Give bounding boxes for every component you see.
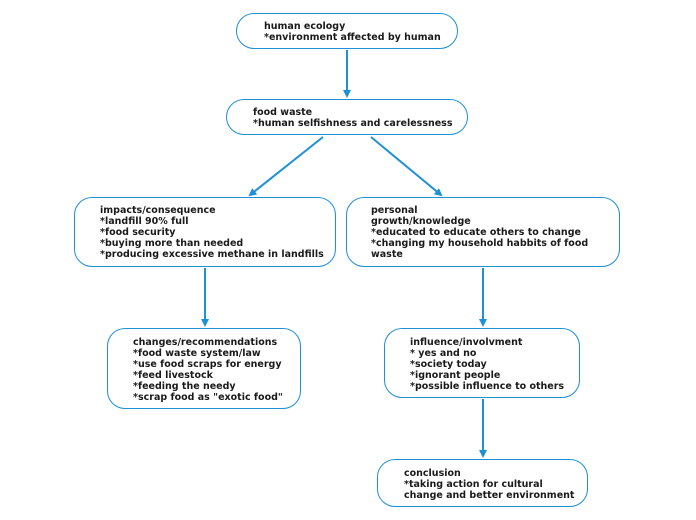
connector-food-waste-to-personal (370, 136, 443, 197)
node-text: personal growth/knowledge *educated to e… (371, 205, 605, 260)
node-text: human ecology *environment affected by h… (264, 21, 441, 43)
node-title: human ecology (264, 21, 346, 32)
node-bullet: *feed livestock (133, 370, 213, 381)
node-text: conclusion *taking action for cultural c… (404, 468, 574, 501)
node-bullet: *buying more than needed (100, 238, 244, 249)
node-text: food waste *human selfishness and carele… (253, 107, 453, 129)
node-bullet: *landfill 90% full (100, 216, 189, 227)
node-title: personal (371, 205, 418, 216)
node-bullet: *society today (410, 359, 487, 370)
node-text: changes/recommendations *food waste syst… (133, 337, 283, 403)
node-bullet: *food waste system/law (133, 348, 261, 359)
node-bullet: *human selfishness and carelessness (253, 118, 453, 129)
node-bullet: *changing my household habbits of food w… (371, 238, 589, 260)
connector-food-waste-to-impacts (248, 136, 324, 197)
node-food-waste[interactable]: food waste *human selfishness and carele… (226, 99, 468, 135)
node-text: impacts/consequence *landfill 90% full *… (100, 205, 324, 260)
node-title: growth/knowledge (371, 216, 471, 227)
node-bullet: *ignorant people (410, 370, 501, 381)
node-bullet: change and better environment (404, 490, 575, 501)
node-bullet: *use food scraps for energy (133, 359, 282, 370)
node-influence-involvment[interactable]: influence/involvment * yes and no *socie… (384, 328, 580, 398)
node-bullet: *taking action for cultural (404, 479, 543, 490)
node-title: influence/involvment (410, 337, 523, 348)
node-human-ecology[interactable]: human ecology *environment affected by h… (236, 13, 458, 49)
node-bullet: * yes and no (410, 348, 477, 359)
node-bullet: *producing excessive methane in landfill… (100, 249, 324, 260)
node-bullet: *scrap food as "exotic food" (133, 392, 283, 403)
node-bullet: *food security (100, 227, 176, 238)
node-title: conclusion (404, 468, 461, 479)
node-bullet: *environment affected by human (264, 32, 441, 43)
node-title: impacts/consequence (100, 205, 216, 216)
node-personal-growth[interactable]: personal growth/knowledge *educated to e… (346, 197, 620, 267)
node-impacts-consequence[interactable]: impacts/consequence *landfill 90% full *… (74, 197, 336, 267)
node-changes-recommendations[interactable]: changes/recommendations *food waste syst… (107, 328, 301, 409)
node-bullet: *possible influence to others (410, 381, 565, 392)
node-bullet: *feeding the needy (133, 381, 236, 392)
node-text: influence/involvment * yes and no *socie… (410, 337, 564, 392)
node-bullet: *educated to educate others to change (371, 227, 581, 238)
node-title: food waste (253, 107, 313, 118)
node-conclusion[interactable]: conclusion *taking action for cultural c… (377, 459, 588, 507)
node-title: changes/recommendations (133, 337, 278, 348)
